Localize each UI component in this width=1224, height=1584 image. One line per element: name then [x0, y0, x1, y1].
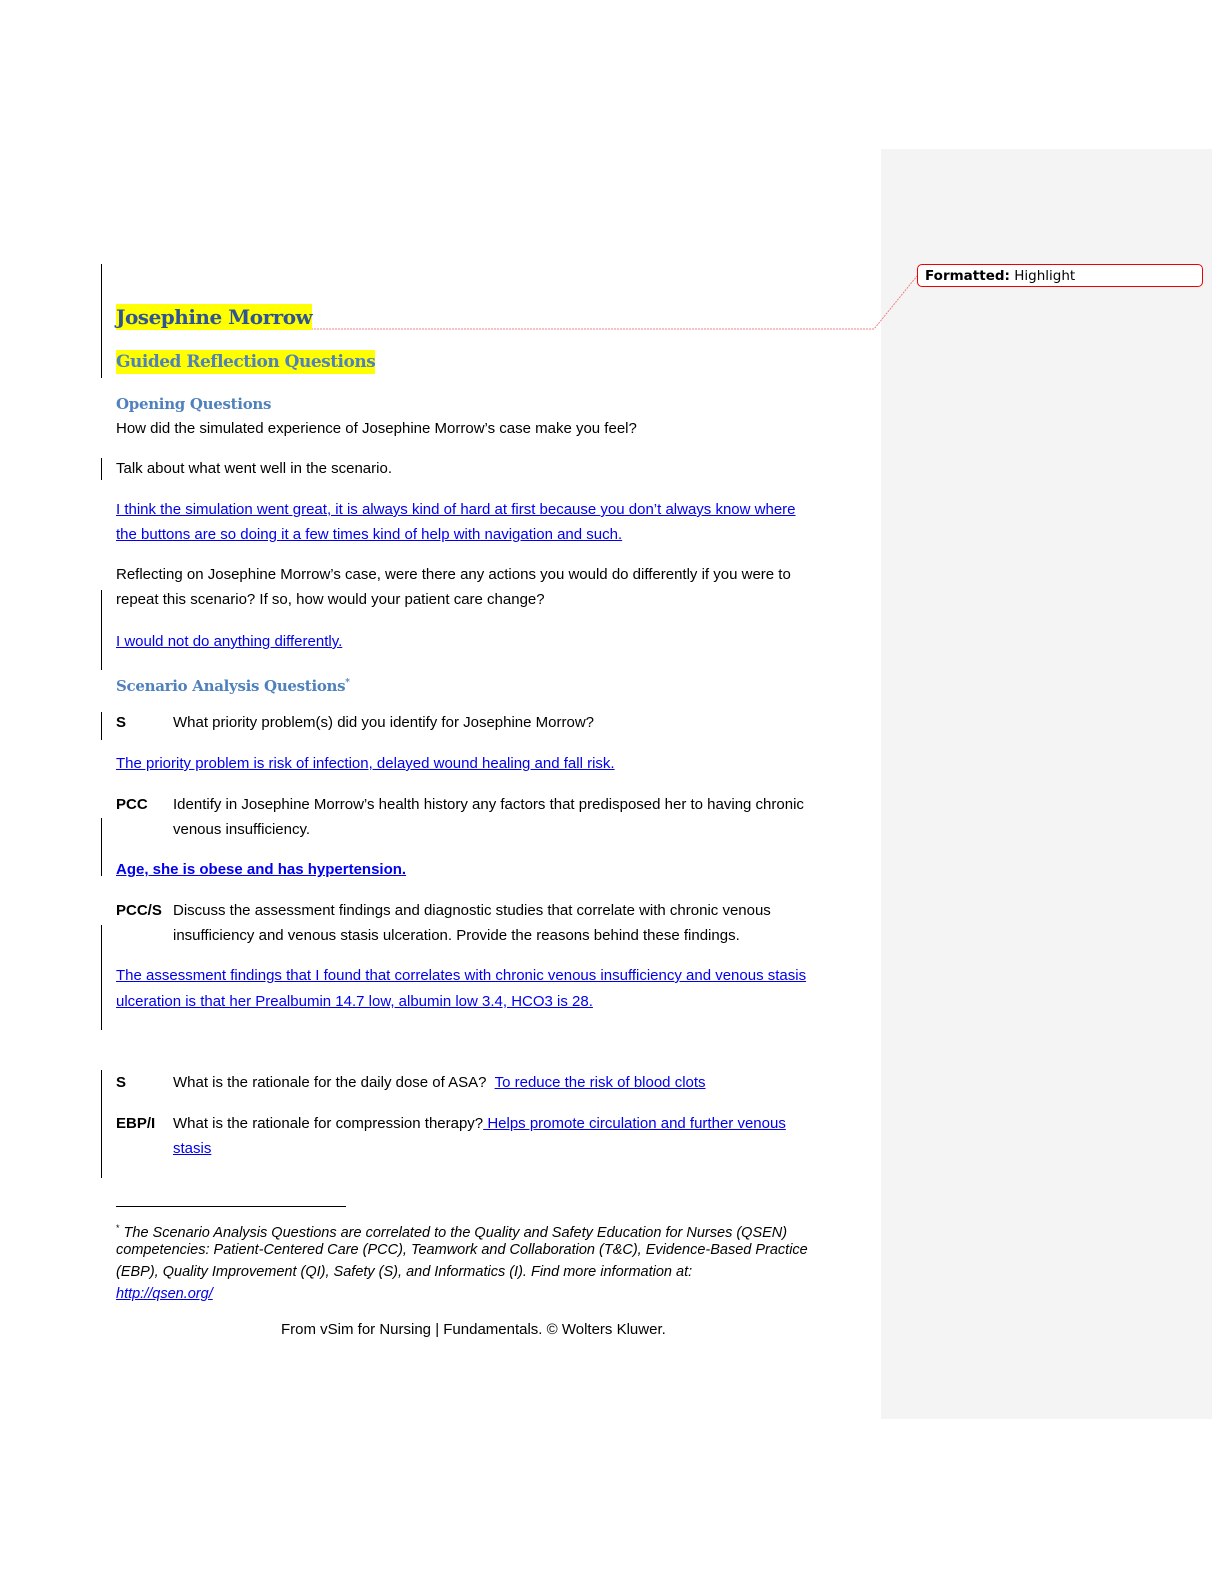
footnote-line: * The Scenario Analysis Questions are co…: [116, 1217, 787, 1244]
qsen-tag: S: [116, 714, 127, 731]
answer: I would not do anything differently.: [116, 633, 343, 650]
change-bar: [101, 264, 102, 378]
footnote-line: competencies: Patient-Centered Care (PCC…: [116, 1242, 808, 1258]
change-bar: [101, 712, 102, 740]
qsen-link[interactable]: http://qsen.org/: [116, 1286, 213, 1302]
question: How did the simulated experience of Jose…: [116, 420, 637, 437]
footnote-ref[interactable]: *: [345, 678, 350, 688]
answer: Age, she is obese and has hypertension.: [116, 861, 407, 878]
change-bar: [101, 1070, 102, 1178]
question: insufficiency and venous stasis ulcerati…: [173, 927, 740, 944]
answer: the buttons are so doing it a few times …: [116, 526, 623, 543]
question: What is the rationale for compression th…: [173, 1115, 484, 1132]
question-with-answer: What is the rationale for the daily dose…: [173, 1073, 706, 1093]
page-footer: From vSim for Nursing | Fundamentals. © …: [281, 1321, 666, 1338]
change-bar: [101, 925, 102, 1030]
document-subtitle: Guided Reflection Questions: [116, 350, 376, 374]
answer: ulceration is that her Prealbumin 14.7 l…: [116, 993, 593, 1010]
change-bar: [101, 590, 102, 670]
answer: stasis: [173, 1140, 212, 1157]
markup-pane: [881, 149, 1212, 1419]
question: repeat this scenario? If so, how would y…: [116, 591, 545, 608]
qsen-tag: PCC: [116, 796, 148, 813]
question-with-answer: What is the rationale for compression th…: [173, 1114, 786, 1134]
question: What priority problem(s) did you identif…: [173, 714, 595, 731]
footnote-separator: [116, 1206, 346, 1207]
answer: The priority problem is risk of infectio…: [116, 755, 615, 772]
qsen-tag: S: [116, 1074, 127, 1091]
footnote-text: The Scenario Analysis Questions are corr…: [119, 1224, 788, 1241]
qsen-tag: PCC/S: [116, 902, 162, 919]
change-bar: [101, 818, 102, 876]
question: What is the rationale for the daily dose…: [173, 1074, 487, 1091]
footnote-mark: *: [116, 1223, 120, 1233]
change-bar: [101, 458, 102, 480]
answer: The assessment findings that I found tha…: [116, 967, 807, 984]
question: Identify in Josephine Morrow’s health hi…: [173, 796, 804, 813]
answer: To reduce the risk of blood clots: [494, 1074, 706, 1091]
analysis-heading: Scenario Analysis Questions*: [116, 673, 350, 696]
question: Reflecting on Josephine Morrow’s case, w…: [116, 566, 791, 583]
balloon-label: Formatted:: [925, 268, 1010, 284]
formatting-balloon[interactable]: Formatted: Highlight: [917, 264, 1203, 287]
question: Talk about what went well in the scenari…: [116, 460, 392, 477]
analysis-heading-text: Scenario Analysis Questions: [116, 677, 346, 695]
footnote-line: (EBP), Quality Improvement (QI), Safety …: [116, 1264, 693, 1280]
qsen-tag: EBP/I: [116, 1115, 156, 1132]
answer: I think the simulation went great, it is…: [116, 501, 796, 518]
opening-heading: Opening Questions: [116, 395, 272, 413]
balloon-value: Highlight: [1014, 268, 1076, 284]
question: Discuss the assessment findings and diag…: [173, 902, 771, 919]
answer: Helps promote circulation and further ve…: [483, 1115, 786, 1132]
question: venous insufficiency.: [173, 821, 311, 838]
document-title: Josephine Morrow: [116, 304, 313, 330]
